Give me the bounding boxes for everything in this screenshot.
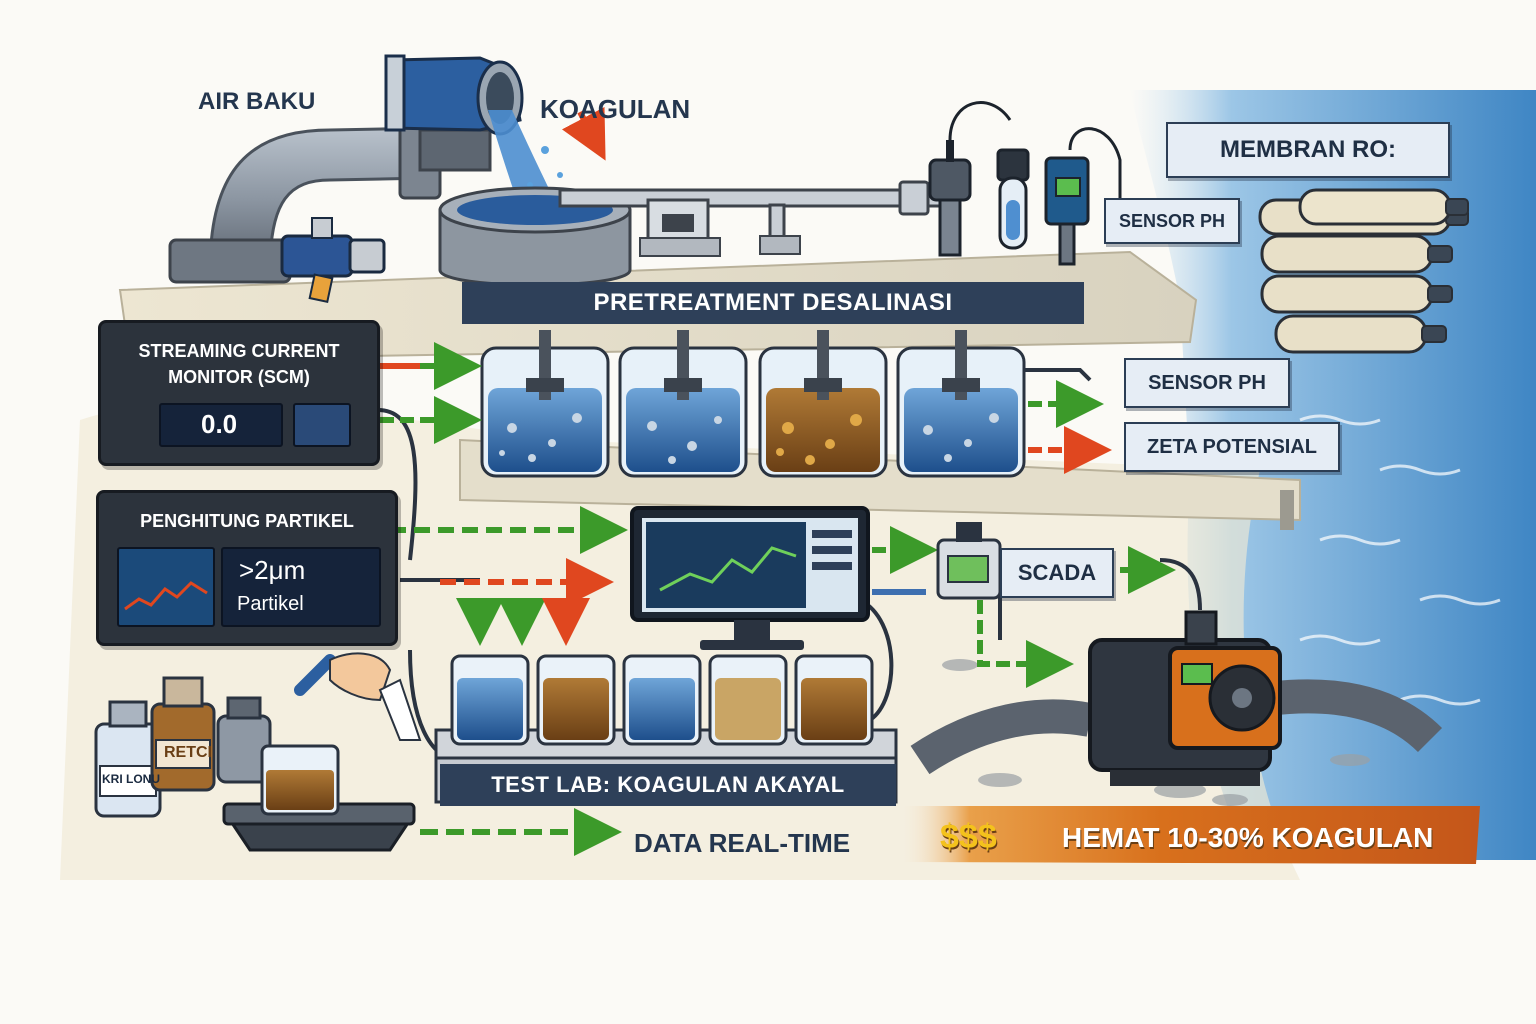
particle-graph-screen — [117, 547, 215, 627]
koagulan-label: KOAGULAN — [540, 94, 691, 124]
pump-icon — [280, 217, 386, 304]
scale-icon — [222, 744, 416, 852]
scm-screen: 0.0 — [159, 403, 283, 447]
test-lab-banner: TEST LAB: KOAGULAN AKAYAL — [440, 764, 896, 806]
wave-lines — [1299, 414, 1501, 706]
arrow-icon — [380, 106, 1176, 856]
data-realtime-label: DATA REAL-TIME — [634, 828, 851, 858]
pouring-water — [488, 110, 560, 212]
bottle-label-2: RETCI — [164, 744, 212, 761]
scm-title-line1: STREAMING CURRENT — [138, 341, 340, 361]
membrane-cylinder-icon — [1258, 188, 1469, 354]
particle-readout-screen: >2μm Partikel — [221, 547, 381, 627]
scada-label: SCADA — [1000, 548, 1114, 598]
savings-symbol: $$$ — [940, 818, 997, 856]
sensor-ph-mid-label: SENSOR PH — [1124, 358, 1290, 408]
particle-trend-graph — [124, 581, 208, 611]
tank-icon — [480, 330, 1026, 478]
particle-title: PENGHITUNG PARTIKEL — [140, 511, 354, 531]
particle-size: >2μm — [239, 555, 306, 585]
scm-side-panel — [293, 403, 351, 447]
savings-text: HEMAT 10-30% KOAGULAN — [1062, 822, 1434, 853]
dropper-icon — [294, 652, 422, 741]
dosing-line-icon — [558, 180, 942, 257]
membran-ro-label: MEMBRAN RO: — [1166, 122, 1450, 178]
scm-title-line2: MONITOR (SCM) — [168, 367, 310, 387]
particle-unit: Partikel — [237, 593, 304, 615]
scm-monitor: STREAMING CURRENT MONITOR (SCM) 0.0 — [98, 320, 380, 466]
savings-band — [900, 806, 1480, 864]
zeta-potensial-label: ZETA POTENSIAL — [1124, 422, 1340, 472]
pretreatment-banner: PRETREATMENT DESALINASI — [462, 282, 1084, 324]
beaker-icon — [450, 654, 874, 746]
monitor-icon — [630, 506, 870, 650]
air-baku-label: AIR BAKU — [198, 88, 316, 115]
sensor-probe-icon — [928, 101, 1122, 266]
main-pump-icon — [910, 610, 1443, 786]
bottle-label-1: KRI LONU — [102, 772, 160, 786]
pipe-icon — [168, 108, 492, 284]
sensor-ph-top-label: SENSOR PH — [1104, 198, 1240, 244]
scm-readout: 0.0 — [201, 409, 238, 439]
particle-counter: PENGHITUNG PARTIKEL >2μm Partikel — [96, 490, 398, 646]
bottle-icon — [94, 676, 272, 818]
